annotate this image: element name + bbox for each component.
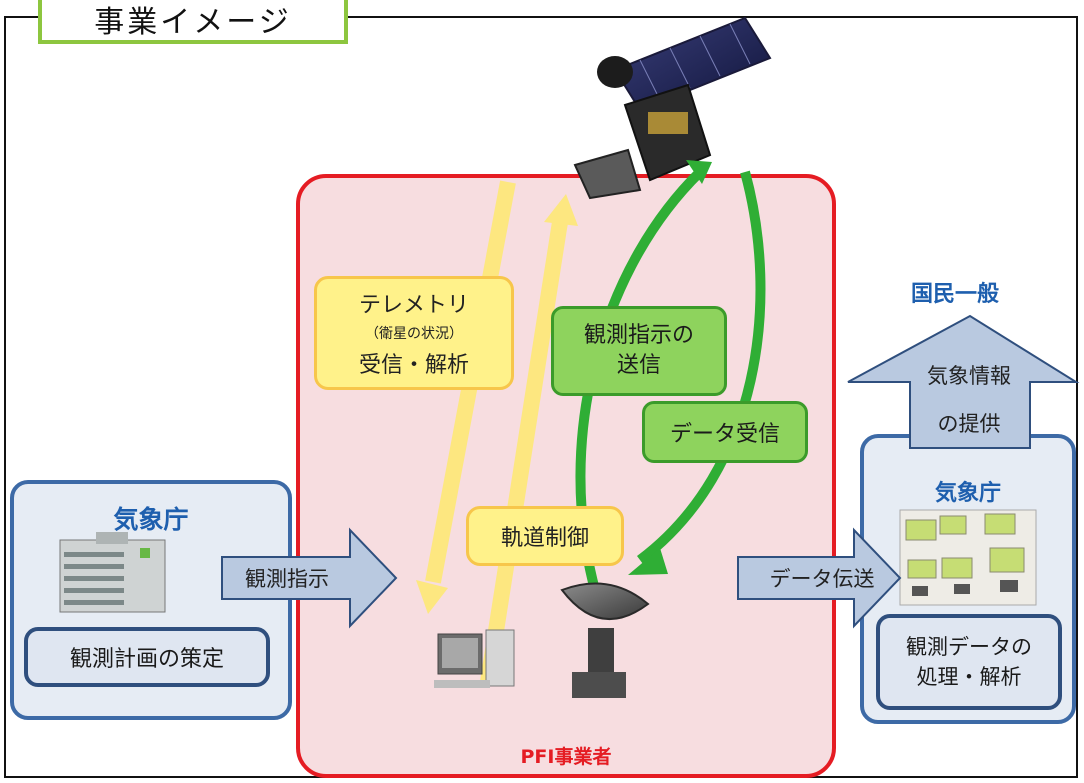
- weather-info-text-1: 気象情報: [927, 364, 1011, 388]
- observation-send-line2: 送信: [616, 353, 661, 378]
- weather-info-arrow: [847, 314, 1080, 449]
- telemetry-label: テレメトリ （衛星の状況） 受信・解析: [314, 276, 514, 390]
- jma-left-title: 気象庁: [113, 505, 189, 534]
- pfi-operator-box: [296, 174, 836, 778]
- observation-instruction-arrow: [221, 527, 398, 629]
- processing-line1: 観測データの: [906, 634, 1032, 659]
- public-label: 国民一般: [910, 282, 999, 307]
- orbit-control-text: 軌道制御: [500, 526, 589, 551]
- antenna-icon: [560, 582, 650, 698]
- data-receive-text: データ受信: [669, 422, 780, 447]
- weather-info-text-2: の提供: [937, 412, 1001, 436]
- telemetry-line2: （衛星の状況）: [365, 326, 463, 342]
- planning-box: 観測計画の策定: [24, 627, 270, 687]
- data-transfer-text: データ伝送: [769, 567, 875, 591]
- computer-icon: [434, 629, 515, 688]
- orbit-control-label: 軌道制御: [466, 506, 624, 566]
- observation-send-label: 観測指示の 送信: [551, 306, 727, 396]
- processing-line2: 処理・解析: [916, 665, 1022, 689]
- observation-instruction-text: 観測指示: [245, 567, 329, 591]
- operations-room-icon: [899, 509, 1037, 606]
- data-receive-label: データ受信: [642, 401, 808, 463]
- telemetry-line1: テレメトリ: [358, 293, 469, 318]
- processing-box: 観測データの 処理・解析: [876, 614, 1062, 710]
- pfi-operator-label: PFI事業者: [520, 746, 612, 768]
- orbit-control-arrow: [480, 194, 578, 684]
- page-title: 事業イメージ: [38, 0, 348, 44]
- jma-right-title: 気象庁: [934, 481, 1001, 506]
- observation-send-line1: 観測指示の: [583, 323, 694, 349]
- telemetry-line3: 受信・解析: [358, 353, 469, 378]
- page-title-text: 事業イメージ: [94, 5, 292, 40]
- satellite-icon: [573, 16, 772, 200]
- planning-label: 観測計画の策定: [69, 647, 224, 672]
- data-receive-arrow: [628, 170, 766, 575]
- building-icon: [59, 532, 166, 613]
- data-transfer-arrow: [737, 527, 902, 629]
